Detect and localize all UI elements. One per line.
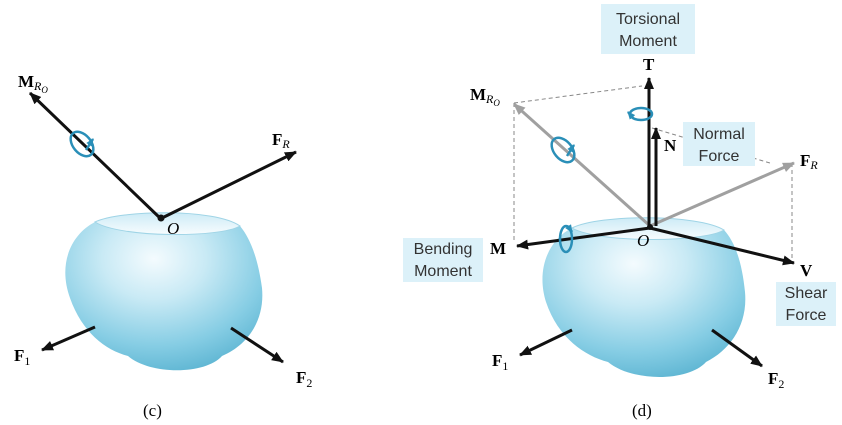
force-1-arrow [41,325,96,352]
shear-label-line1: Shear [785,285,828,302]
torsional-label-line1: Torsional [616,11,680,28]
rotation-icon [69,130,95,158]
cut-body-shape [542,219,746,377]
origin-label: O [637,231,649,250]
origin-label: O [167,219,179,238]
force-resultant-arrow [161,150,297,220]
cut-body-shape [65,215,263,371]
bending-moment-arrow [516,226,651,250]
origin-point [157,214,165,222]
force-2-label: F2 [296,368,312,390]
caption-c: (c) [143,401,162,420]
origin-point [647,224,653,230]
moment-resultant-arrow [28,91,162,220]
force-2-arrow [711,328,763,368]
panel-c: MRO FR O F1 F2 (c) [14,72,312,420]
shear-label-box [776,282,836,326]
normal-label-line1: Normal [693,126,745,143]
normal-label-line2: Force [699,148,740,165]
force-1-arrow [519,328,573,357]
force-2-label: F2 [768,369,784,391]
bending-label-box [403,238,483,282]
panel-d: Torsional Moment T N Normal Force Bendin… [403,4,836,420]
moment-resultant-label: MRO [18,72,48,95]
force-resultant-arrow [649,161,795,228]
torsional-symbol: T [643,55,655,74]
shear-symbol: V [800,261,813,280]
torsional-label-line2: Moment [619,33,677,50]
bending-rotation-icon [558,224,574,254]
force-resultant-label: FR [272,130,290,151]
moment-resultant-label: MRO [470,85,500,108]
cut-section-face [93,212,241,236]
moment-resultant-arrow [512,102,652,228]
force-1-label: F1 [14,346,30,368]
bending-label-line2: Moment [414,263,472,280]
torsion-rotation-icon [627,106,654,122]
torsional-label-box [601,4,695,54]
normal-label-box [683,122,755,166]
shear-force-arrow [649,226,795,266]
force-resultant-label: FR [800,151,818,172]
bending-label-line1: Bending [414,241,473,258]
rotation-icon [550,136,576,164]
shear-label-line2: Force [786,307,827,324]
construction-lines [513,85,793,262]
force-1-label: F1 [492,351,508,373]
caption-d: (d) [632,401,652,420]
force-2-arrow [230,326,284,364]
normal-symbol: N [664,136,677,155]
bending-symbol: M [490,239,506,258]
